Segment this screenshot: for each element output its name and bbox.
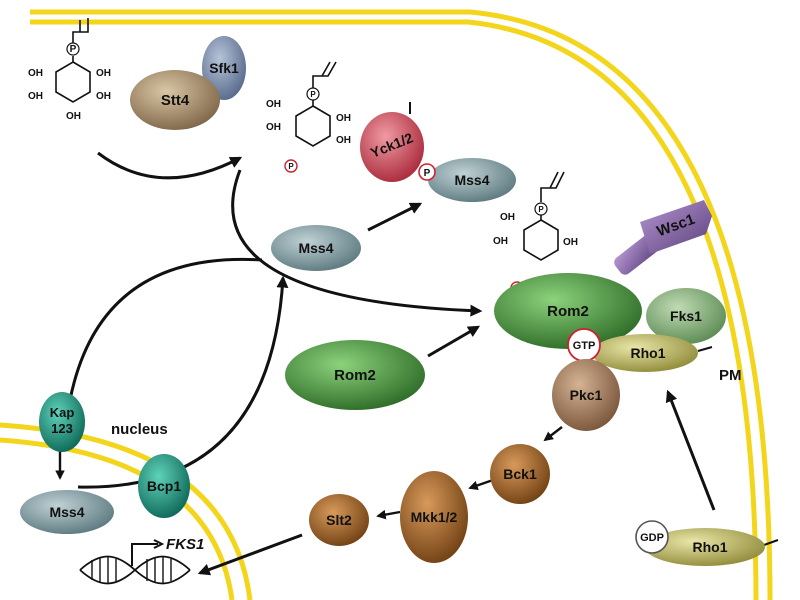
- bck1-protein: Bck1: [490, 444, 550, 504]
- svg-text:OH: OH: [563, 237, 578, 248]
- phosphate-badge: [306, 87, 320, 101]
- bcp1-protein: Bcp1: [138, 454, 190, 518]
- rho1-inactive-protein: Rho1: [645, 528, 765, 566]
- svg-text:P: P: [538, 205, 544, 214]
- svg-text:OH: OH: [266, 99, 281, 110]
- svg-text:Mss4: Mss4: [454, 172, 489, 188]
- kap123-protein: Kap 123: [39, 392, 85, 452]
- svg-text:P: P: [70, 44, 77, 55]
- lipid-anchors: [72, 18, 565, 202]
- slt2-protein: Slt2: [309, 494, 369, 546]
- svg-text:Slt2: Slt2: [326, 512, 352, 528]
- pathway-arrows: [55, 151, 716, 576]
- svg-text:OH: OH: [28, 91, 43, 102]
- phosphate-badge: [66, 42, 80, 56]
- svg-text:Sfk1: Sfk1: [209, 60, 239, 76]
- mss4-membrane-protein: Mss4: [428, 158, 516, 202]
- phosphate-badge-yck: P: [418, 163, 436, 181]
- svg-text:OH: OH: [500, 212, 515, 223]
- wsc1-protein: Wsc1: [614, 200, 712, 275]
- svg-text:Bck1: Bck1: [503, 466, 537, 482]
- svg-text:OH: OH: [336, 135, 351, 146]
- svg-text:Mss4: Mss4: [298, 240, 333, 256]
- svg-text:Bcp1: Bcp1: [147, 478, 181, 494]
- yck-protein: Yck1/2: [360, 112, 424, 182]
- svg-text:Rom2: Rom2: [547, 303, 589, 320]
- svg-text:P: P: [288, 162, 294, 171]
- fks1-gene-label: FKS1: [166, 536, 204, 553]
- svg-text:Mss4: Mss4: [49, 504, 84, 520]
- svg-text:OH: OH: [66, 111, 81, 122]
- svg-text:Pkc1: Pkc1: [570, 387, 603, 403]
- pi-molecule: P OH OH OH OH OH: [28, 42, 111, 122]
- svg-text:OH: OH: [96, 68, 111, 79]
- svg-text:Stt4: Stt4: [161, 92, 190, 109]
- svg-text:OH: OH: [336, 113, 351, 124]
- svg-text:Mkk1/2: Mkk1/2: [411, 509, 458, 525]
- rom2-membrane-protein: Rom2: [494, 273, 642, 349]
- pm-label: PM: [719, 367, 742, 384]
- pkc1-protein: Pkc1: [552, 359, 620, 431]
- stt4-protein: Stt4: [130, 70, 220, 130]
- rom2-cytosol-protein: Rom2: [285, 340, 425, 410]
- gtp-badge: GTP: [567, 328, 601, 362]
- svg-text:OH: OH: [96, 91, 111, 102]
- gdp-badge: GDP: [635, 520, 669, 554]
- plasma-membrane: [30, 9, 773, 600]
- svg-text:P: P: [424, 168, 431, 179]
- rho1-active-anchor: [697, 346, 713, 352]
- svg-text:123: 123: [51, 421, 73, 436]
- svg-text:GTP: GTP: [573, 340, 596, 352]
- svg-text:P: P: [310, 90, 316, 99]
- svg-text:Kap: Kap: [50, 405, 75, 420]
- svg-text:OH: OH: [266, 122, 281, 133]
- svg-text:OH: OH: [28, 68, 43, 79]
- dna-icon: [79, 539, 191, 585]
- rho1-inactive-anchor: [763, 539, 779, 546]
- svg-text:Fks1: Fks1: [670, 308, 702, 324]
- nucleus-label: nucleus: [111, 421, 168, 438]
- pi4p-molecule: P OH OH OH OH P: [266, 87, 351, 173]
- svg-text:Rom2: Rom2: [334, 367, 376, 384]
- phosphate-badge: [534, 202, 548, 216]
- rho1-active-protein: Rho1: [592, 334, 698, 372]
- svg-text:Rho1: Rho1: [631, 345, 666, 361]
- svg-text:OH: OH: [493, 236, 508, 247]
- phosphate-badge-red: [284, 159, 298, 173]
- svg-text:Rho1: Rho1: [693, 539, 728, 555]
- mss4-nucleus-protein: Mss4: [20, 490, 114, 534]
- mss4-cytosol-protein: Mss4: [271, 225, 361, 271]
- mkk-protein: Mkk1/2: [400, 471, 468, 563]
- svg-text:GDP: GDP: [640, 532, 664, 544]
- fks1-protein: Fks1: [646, 288, 726, 344]
